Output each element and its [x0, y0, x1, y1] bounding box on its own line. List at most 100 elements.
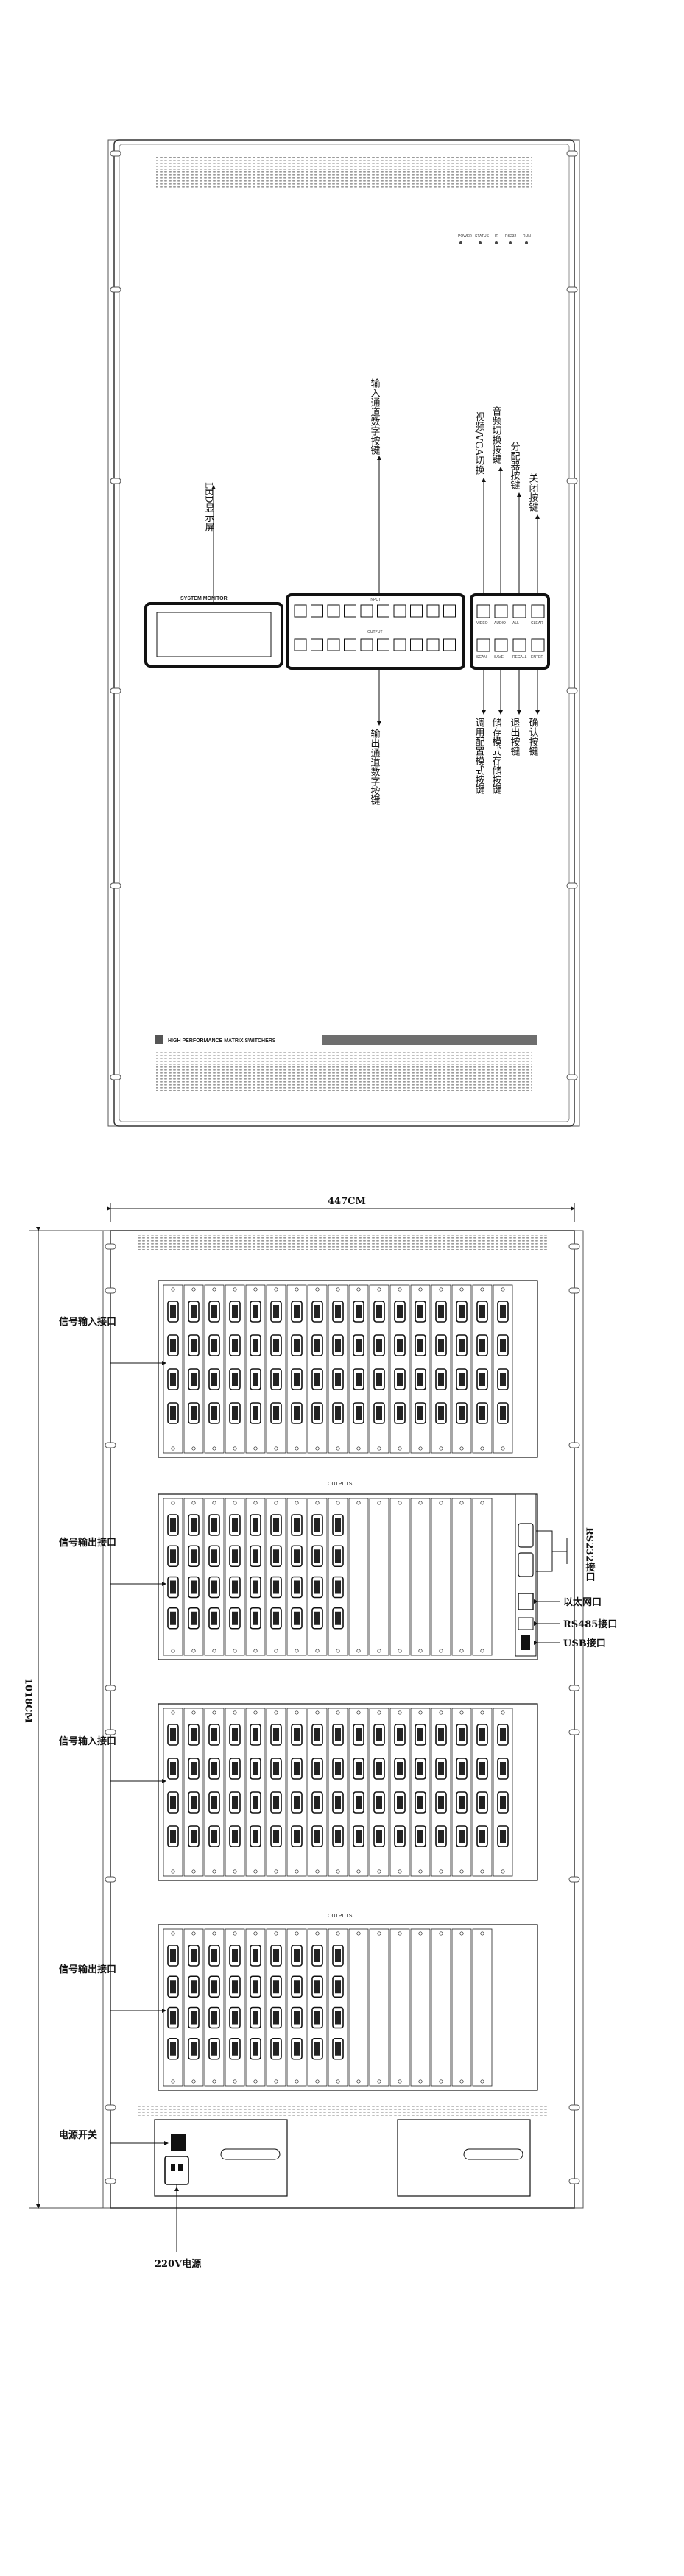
- dvi-pins-icon: [294, 1305, 300, 1318]
- card-screw-icon: [315, 1869, 320, 1874]
- card-screw-icon: [377, 1869, 381, 1874]
- function-key-bottom[interactable]: [512, 638, 526, 652]
- dvi-pins-icon: [459, 1830, 465, 1843]
- card-screw-icon: [480, 1287, 484, 1292]
- function-key-bottom[interactable]: [494, 638, 508, 652]
- output-channel-key[interactable]: [344, 638, 356, 651]
- function-key-bottom[interactable]: [476, 638, 490, 652]
- rear-panel: 447CM 1018CM OUTPUTS OUTPUTS RS232接口: [23, 1196, 618, 2270]
- rear-right-slot-icon: [568, 2178, 580, 2184]
- dvi-pins-icon: [500, 1373, 506, 1386]
- dvi-pins-icon: [273, 2011, 279, 2025]
- dvi-pins-icon: [417, 1830, 423, 1843]
- io-card: [369, 1928, 389, 2087]
- dvi-pins-icon: [479, 1796, 485, 1809]
- function-key-top[interactable]: [531, 604, 545, 618]
- dvi-pins-icon: [253, 1518, 258, 1532]
- dvi-pins-icon: [191, 1980, 197, 1994]
- dvi-pins-icon: [170, 1796, 176, 1809]
- dvi-pins-icon: [211, 1728, 217, 1741]
- dvi-pins-icon: [294, 2042, 300, 2056]
- input-channel-key[interactable]: [360, 604, 373, 618]
- output-channel-key[interactable]: [410, 638, 423, 651]
- power-switch-icon[interactable]: [171, 2134, 186, 2151]
- rear-right-slot-icon: [568, 1729, 580, 1735]
- dvi-pins-icon: [191, 1728, 197, 1741]
- run-led-icon: [525, 241, 528, 244]
- card-screw-icon: [418, 2079, 423, 2084]
- dvi-pins-icon: [479, 1830, 485, 1843]
- rs232-callout: RS232接口: [584, 1527, 596, 1582]
- output-channel-key[interactable]: [393, 638, 406, 651]
- card-screw-icon: [480, 1501, 484, 1505]
- dvi-pins-icon: [294, 1762, 300, 1775]
- input-channel-key[interactable]: [311, 604, 323, 618]
- output-channel-key[interactable]: [327, 638, 340, 651]
- output-channel-key[interactable]: [443, 638, 456, 651]
- height-dimension: 1018CM: [23, 1678, 34, 1723]
- dvi-pins-icon: [232, 1339, 238, 1352]
- output-channel-key[interactable]: [360, 638, 373, 651]
- rs232-port-2-icon: [518, 1552, 534, 1577]
- input-channel-key[interactable]: [327, 604, 340, 618]
- dvi-pins-icon: [211, 1980, 217, 1994]
- card-screw-icon: [295, 1869, 299, 1874]
- dvi-pins-icon: [438, 1406, 444, 1420]
- dvi-pins-icon: [294, 1949, 300, 1962]
- dvi-pins-icon: [191, 1339, 197, 1352]
- dvi-pins-icon: [314, 1980, 320, 1994]
- input-channel-key[interactable]: [344, 604, 356, 618]
- function-key-top[interactable]: [512, 604, 526, 618]
- dvi-pins-icon: [397, 1305, 403, 1318]
- card-screw-icon: [191, 1869, 196, 1874]
- control-module: [515, 1493, 537, 1657]
- dvi-pins-icon: [356, 1373, 362, 1386]
- card-screw-icon: [356, 1501, 361, 1505]
- input-keys-label: INPUT: [370, 598, 381, 602]
- card-screw-icon: [459, 1710, 464, 1715]
- dvi-pins-icon: [294, 1406, 300, 1420]
- io-card: [348, 1498, 369, 1656]
- dvi-pins-icon: [273, 1339, 279, 1352]
- input-channel-key[interactable]: [426, 604, 440, 618]
- dvi-pins-icon: [335, 1518, 341, 1532]
- dvi-pins-icon: [479, 1339, 485, 1352]
- dvi-pins-icon: [170, 1549, 176, 1563]
- output-channel-key[interactable]: [294, 638, 307, 651]
- front-left-slot-icon: [110, 687, 121, 694]
- function-key-bottom[interactable]: [531, 638, 545, 652]
- output-channel-key[interactable]: [377, 638, 389, 651]
- function-key-bottom-label: SCAN: [476, 655, 487, 659]
- input-channel-key[interactable]: [377, 604, 389, 618]
- card-screw-icon: [212, 1869, 216, 1874]
- function-key-block: [470, 593, 550, 670]
- card-screw-icon: [295, 1501, 299, 1505]
- card-screw-icon: [398, 2079, 402, 2084]
- dvi-pins-icon: [417, 1728, 423, 1741]
- input-channel-key[interactable]: [393, 604, 406, 618]
- card-screw-icon: [480, 2079, 484, 2084]
- dvi-pins-icon: [253, 2011, 258, 2025]
- card-screw-icon: [377, 1931, 381, 1936]
- card-screw-icon: [171, 1869, 175, 1874]
- output-channel-key[interactable]: [311, 638, 323, 651]
- dvi-pins-icon: [335, 1611, 341, 1625]
- io-card: [348, 1928, 369, 2087]
- input-channel-key[interactable]: [443, 604, 456, 618]
- card-screw-icon: [356, 1287, 361, 1292]
- dvi-pins-icon: [335, 1580, 341, 1594]
- function-key-top[interactable]: [494, 604, 508, 618]
- dvi-pins-icon: [314, 1728, 320, 1741]
- dvi-pins-icon: [170, 1728, 176, 1741]
- dvi-pins-icon: [314, 1549, 320, 1563]
- card-screw-icon: [253, 1710, 258, 1715]
- indicator-label-rs232: RS232: [505, 234, 517, 238]
- dvi-pins-icon: [314, 1762, 320, 1775]
- input-channel-key[interactable]: [410, 604, 423, 618]
- output-channel-key[interactable]: [426, 638, 440, 651]
- input-channel-key[interactable]: [294, 604, 307, 618]
- function-key-top[interactable]: [476, 604, 490, 618]
- front-left-slot-icon: [110, 286, 121, 293]
- dvi-pins-icon: [500, 1406, 506, 1420]
- signal-input-1-callout: 信号输入接口: [59, 1316, 116, 1328]
